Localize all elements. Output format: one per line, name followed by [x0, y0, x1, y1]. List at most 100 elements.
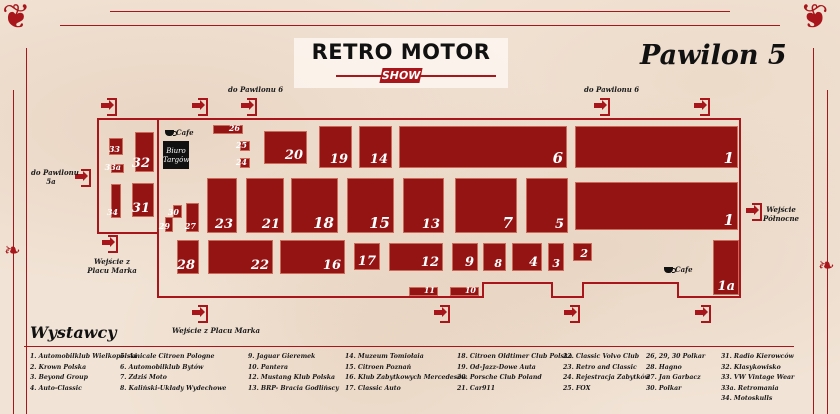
booth-34[interactable]: 34: [107, 184, 121, 218]
legend-entry: 17. Classic Auto: [345, 384, 401, 392]
arrow-right-icon: [102, 237, 115, 247]
booth-1a[interactable]: 1a: [713, 240, 739, 295]
booth-number: 34: [106, 207, 118, 217]
door-icon: [570, 305, 580, 323]
side-ornament-left-icon: ❧: [4, 238, 21, 262]
legend-entry: 25. FOX: [563, 384, 591, 392]
entrance-placu-marka-west[interactable]: [102, 235, 118, 253]
entrance-top-pawilon6-b[interactable]: [594, 98, 610, 116]
arrow-right-icon: [694, 100, 707, 110]
booth-22[interactable]: 22: [208, 240, 273, 274]
door-icon: [108, 235, 118, 253]
booth-5[interactable]: 5: [526, 178, 568, 233]
booth-number: 32: [131, 156, 150, 171]
booth-number: 26: [228, 123, 240, 133]
booth-27[interactable]: 27: [185, 203, 199, 232]
booth-18[interactable]: 18: [291, 178, 338, 233]
entrance-top-left-2[interactable]: [192, 98, 208, 116]
door-icon: [700, 98, 710, 116]
door-icon: [752, 203, 762, 221]
arrow-right-icon: [564, 307, 577, 317]
legend-entry: 31. Radio Kierowców: [721, 353, 794, 360]
booth-6[interactable]: 6: [399, 126, 567, 168]
booth-21[interactable]: 21: [246, 178, 284, 233]
booth-number: 11: [423, 285, 435, 295]
entrance-south-3[interactable]: [564, 305, 580, 323]
booth-number: 1: [723, 211, 734, 229]
booth-17[interactable]: 17: [354, 243, 380, 270]
logo-subtitle: SHOW: [379, 68, 423, 83]
booth-20[interactable]: 20: [264, 131, 307, 164]
booth-8[interactable]: 8: [483, 243, 506, 271]
entrance-top-pawilon6-a[interactable]: [241, 98, 257, 116]
booth-23[interactable]: 23: [207, 178, 237, 233]
legend-entry: 28. Hagno: [646, 363, 682, 371]
frame-left-inner-line: [26, 48, 27, 414]
booth-33[interactable]: 33: [109, 138, 123, 155]
frame-top-line: [110, 11, 730, 12]
booth-33a[interactable]: 33a: [105, 163, 124, 173]
frame-right-line: [827, 90, 828, 414]
booth-26[interactable]: 26: [213, 123, 243, 134]
door-icon: [600, 98, 610, 116]
booth-25[interactable]: 25: [236, 141, 250, 151]
booth-15[interactable]: 15: [347, 178, 394, 233]
booth-4[interactable]: 4: [512, 243, 542, 271]
cafe-label: Cafe: [176, 128, 194, 137]
booth-7[interactable]: 7: [455, 178, 517, 233]
door-icon: [198, 98, 208, 116]
booth-19[interactable]: 19: [319, 126, 352, 168]
booth-12[interactable]: 12: [389, 243, 443, 271]
legend-entry: 1. Automobilklub Wielkopolski: [30, 353, 138, 360]
legend-entry: 4. Auto-Classic: [30, 384, 82, 392]
booth-3[interactable]: 3: [548, 243, 564, 271]
booth-30[interactable]: 30: [168, 205, 182, 218]
coffee-cup-icon: [664, 267, 676, 273]
booth-10[interactable]: 10: [450, 286, 479, 296]
booth-13[interactable]: 13: [403, 178, 444, 233]
booth-29[interactable]: 29: [159, 217, 173, 232]
legend-entry: 12. Mustang Klub Polska: [248, 374, 336, 382]
booth-number: 33: [108, 144, 120, 154]
booth-number: 29: [158, 221, 170, 231]
frame-top-inner-line: [60, 25, 780, 26]
booth-1b[interactable]: 1: [575, 182, 738, 230]
legend-entry: 30. Polkar: [646, 384, 682, 392]
legend-entry: 15. Citroen Poznań: [345, 363, 412, 371]
legend-entry: 3. Beyond Group: [30, 374, 88, 382]
entrance-top-left-1[interactable]: [101, 98, 117, 116]
cafe-marker-east: Cafe: [664, 265, 693, 274]
booth-11[interactable]: 11: [409, 285, 438, 296]
entrance-top-right[interactable]: [694, 98, 710, 116]
booth-1[interactable]: 1: [575, 126, 738, 168]
legend-entry: 14. Muzeum Tomiołaia: [345, 353, 424, 360]
booth-number: 16: [322, 258, 341, 273]
booth-2[interactable]: 2: [573, 243, 592, 261]
entrance-north[interactable]: [746, 203, 762, 221]
booth-28[interactable]: 28: [177, 240, 199, 274]
fair-office-label-line2: Targów: [163, 156, 190, 164]
entrance-south-4[interactable]: [695, 305, 711, 323]
booth-32[interactable]: 32: [131, 132, 154, 172]
booth-31[interactable]: 31: [132, 183, 154, 217]
booth-number: 30: [167, 207, 179, 217]
legend-entry: 5. Amicale Citroen Pologne: [120, 353, 215, 360]
entrance-pawilon5a[interactable]: [75, 169, 91, 187]
legend-entry: 9. Jaguar Gieremek: [248, 353, 316, 360]
legend-entry: 27. Jan Garbacz: [646, 374, 701, 382]
entrance-south-2[interactable]: [434, 305, 450, 323]
booth-16[interactable]: 16: [280, 240, 345, 274]
side-ornament-right-icon: ❧: [818, 253, 835, 277]
booth-number: 6: [552, 149, 563, 167]
fair-office[interactable]: Biuro Targów: [163, 141, 189, 169]
legend-entry: 22. Classic Volvo Club: [563, 353, 640, 360]
entrance-placu-marka-south[interactable]: [192, 305, 208, 323]
corner-ornament-top-left-icon: ❦: [2, 0, 31, 37]
booth-14[interactable]: 14: [359, 126, 392, 168]
booth-number: 7: [502, 214, 513, 232]
booth-24[interactable]: 24: [236, 158, 250, 168]
booth-number: 25: [235, 140, 247, 150]
booth-9[interactable]: 9: [452, 243, 478, 271]
frame-right-inner-line: [813, 48, 814, 414]
